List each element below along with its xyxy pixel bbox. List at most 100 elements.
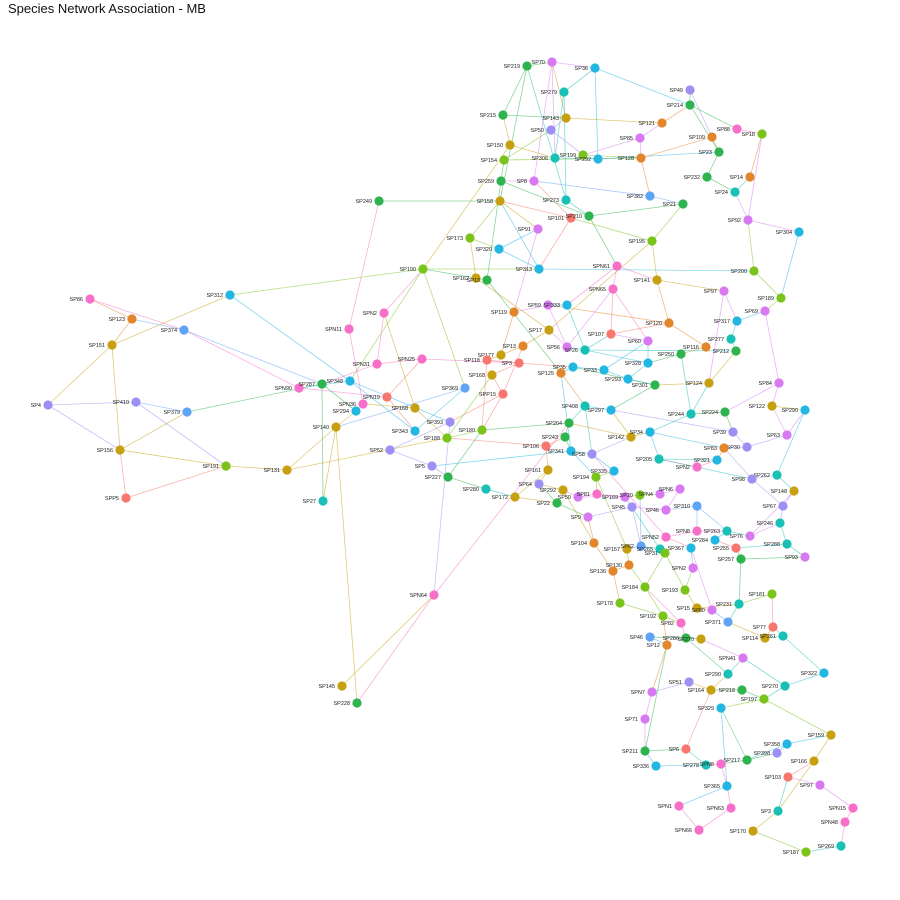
edge-SP304-SP189 [780,231,800,299]
edge-SP3b-SP170 [752,810,779,832]
node-dot [742,755,752,765]
node-dot [782,739,792,749]
node-label: SP358 [763,742,780,748]
node-dot [748,826,758,836]
node-dot [722,781,732,791]
node-dot [179,325,189,335]
edge-SP125-SP408 [560,372,586,407]
node-SP379: SP379 [163,407,192,417]
node-dot [606,405,616,415]
edge-SP36-SP214 [594,67,691,106]
edge-SP36-SP279 [563,67,596,93]
node-label: SP200 [730,269,747,275]
node-dot [675,484,685,494]
node-dot [692,501,702,511]
node-SP49: SP49 [670,85,695,95]
node-SP97: SP97 [704,286,729,296]
node-dot [615,598,625,608]
edge-SP279-SP273 [563,91,567,201]
node-SP58: SP58 [572,449,597,459]
edge-SP215-SP150 [502,114,511,146]
node-SPN19: SPN19 [363,392,392,402]
node-dot [681,744,691,754]
edge-SP410-SP191 [135,401,227,467]
node-dot [710,535,720,545]
node-SP161: SP161 [524,465,553,475]
node-dot [782,430,792,440]
node-dot [660,548,670,558]
edge-SP12-SPN7 [651,644,668,693]
node-label: SP77 [753,625,766,631]
edge-SPN25-SP3 [421,358,520,364]
node-dot [589,538,599,548]
node-label: SP34 [630,430,643,436]
node-SP106: SP106 [522,441,551,451]
node-label: SP83 [704,446,717,452]
node-label: SP21 [663,202,676,208]
node-SP232: SP232 [683,172,712,182]
node-dot [351,406,361,416]
edge-SP188-SP106 [446,437,547,447]
edge-SPN1-SPN66 [678,805,700,831]
edge-SP52-SP393 [389,421,451,451]
node-SP156: SP156 [96,445,125,455]
node-SPN41: SPN41 [719,653,748,663]
edge-SP92-SP200 [747,219,755,272]
edge-SP151-SP312 [111,294,231,346]
edge-SP211-SP6 [644,748,687,752]
edge-SP310-SP263 [696,505,728,532]
edge-SP49-SP109 [689,89,713,138]
node-label: SP277 [707,337,724,343]
edge-SP12-SP211 [644,644,668,752]
edge-SP190-SP369 [422,268,466,389]
node-dot [732,316,742,326]
node-label: SP114 [742,636,758,642]
edge-SP4-SP156 [47,404,121,451]
edge-SP154-SP128 [503,157,642,161]
node-label: SP320 [475,247,492,253]
node-label: SP136 [589,569,606,575]
node-SP290: SP290 [704,669,733,679]
node-SP328: SP328 [624,358,653,368]
node-label: SP270 [677,637,694,643]
node-SP227: SP227 [424,472,453,482]
node-dot [182,407,192,417]
node-label: SP224 [701,410,718,416]
node-SP120: SP120 [645,318,674,328]
edge-SP17-SP195 [548,240,653,331]
node-label: SPN66 [675,828,692,834]
node-dot [661,532,671,542]
node-SP290b: SP290 [781,405,810,415]
node-SP158: SP158 [476,196,505,206]
node-SP20: SP20 [620,490,645,500]
node-SP212: SP212 [712,346,741,356]
node-dot [410,403,420,413]
node-SP329: SP329 [697,703,726,713]
node-dot [767,401,777,411]
edge-SP103-SP97b [787,776,821,786]
edge-SP341-SP194 [570,450,597,478]
node-dot [661,505,671,515]
node-dot [556,368,566,378]
node-SP46b: SP46 [630,632,655,642]
node-label: SPN52 [642,535,659,541]
edge-SPN11-SPN36 [348,328,364,405]
node-SP197: SP197 [740,694,769,704]
edge-SP306-SP292 [554,157,599,160]
node-label: SP14 [730,175,743,181]
edge-SP83-SP98 [723,447,753,480]
node-label: SP212 [712,349,729,355]
node-dot [561,195,571,205]
node-dot [358,399,368,409]
node-label: SP91 [518,227,531,233]
edge-SP5-SP341 [431,450,572,467]
edge-SP199-SP85 [582,137,641,156]
node-label: SP130 [605,563,622,569]
node-label: SPP5 [105,496,119,502]
node-SP148: SP148 [770,486,799,496]
node-dot [550,153,560,163]
node-label: SP23 [699,150,712,156]
node-label: SPN7 [631,690,645,696]
node-label: SP49 [670,88,683,94]
node-SPN8: SPN8 [676,526,702,536]
